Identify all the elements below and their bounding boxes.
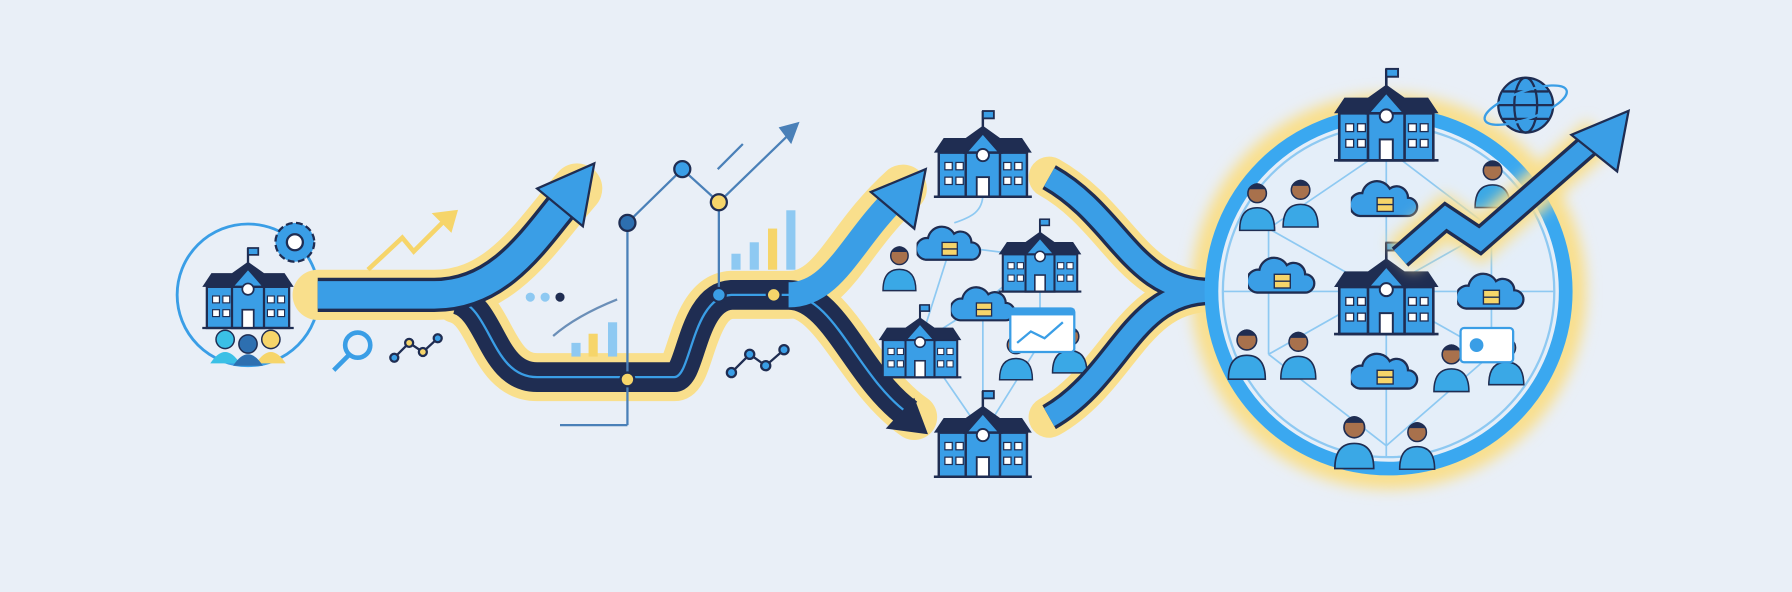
- cloud-server-icon: [916, 225, 982, 261]
- school-icon: [932, 109, 1034, 198]
- school-icon: [877, 303, 963, 379]
- line-chart-icon: [389, 333, 443, 363]
- people-icon: [210, 329, 286, 366]
- second-arrowhead: [868, 167, 928, 231]
- main-blue-arrow-fill: [317, 185, 582, 309]
- second-blue-arrow: [787, 187, 906, 308]
- school-icon: [932, 389, 1034, 478]
- node-chart-icon: [560, 121, 800, 427]
- bar-chart-icon: [552, 298, 618, 357]
- origin-hub: [175, 221, 321, 368]
- navy-arrowhead: [885, 397, 928, 435]
- network-hub: [1204, 67, 1573, 476]
- dashboard-screen-icon: [1009, 307, 1076, 354]
- gear-icon: [274, 221, 316, 263]
- main-arrowhead: [534, 161, 596, 229]
- growth-arrow-icon: [1387, 108, 1631, 272]
- dashboard-screen-icon: [1459, 326, 1515, 364]
- school-icon: [1332, 67, 1440, 162]
- navy-path-highlight: [456, 293, 910, 415]
- line-chart-icon-2: [725, 344, 790, 379]
- middle-network: [877, 109, 1088, 478]
- dots-icon: [525, 292, 565, 302]
- school-icon: [997, 218, 1083, 293]
- small-growth-arrow-icon: [366, 209, 459, 272]
- magnifier-icon: [332, 330, 373, 372]
- person-icon: [882, 245, 917, 292]
- bar-chart-icon-2: [731, 210, 796, 270]
- globe-icon: [1483, 76, 1568, 134]
